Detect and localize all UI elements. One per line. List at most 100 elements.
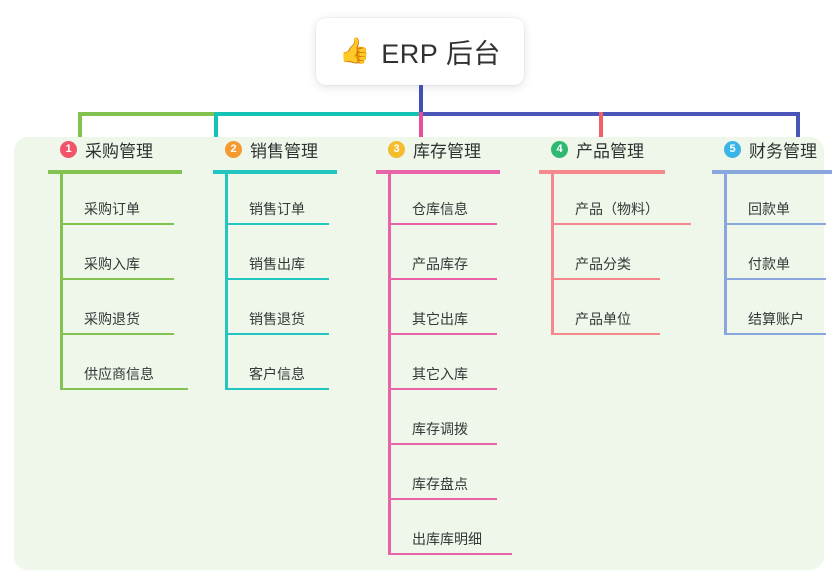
leaf-node[interactable]: 销售出库 — [225, 225, 329, 280]
branch-trunk-5 — [724, 170, 727, 335]
leaf-node-label: 回款单 — [748, 201, 790, 217]
branch-header-1[interactable]: 1 采购管理 — [36, 137, 153, 161]
thumbs-up-icon: 👍 — [339, 37, 371, 65]
leaf-node-underline — [724, 333, 826, 335]
leaf-node[interactable]: 库存盘点 — [388, 445, 497, 500]
leaf-node[interactable]: 销售订单 — [225, 170, 329, 225]
branch-trunk-4 — [551, 170, 554, 335]
leaf-node-underline — [388, 443, 497, 445]
branch-column-3: 3 库存管理仓库信息产品库存其它出库其它入库库存调拨库存盘点出库库明细 — [364, 137, 512, 555]
branch-header-underline-1 — [48, 170, 182, 174]
leaf-node-label: 其它出库 — [412, 311, 468, 327]
branch-header-underline-2 — [213, 170, 337, 174]
leaf-node-underline — [724, 278, 826, 280]
leaf-node[interactable]: 回款单 — [724, 170, 826, 225]
leaf-node-label: 供应商信息 — [84, 366, 154, 382]
leaf-node[interactable]: 采购退货 — [60, 280, 174, 335]
branch-trunk-2 — [225, 170, 228, 390]
branch-badge-2: 2 — [225, 140, 242, 158]
branch-trunk-3 — [388, 170, 391, 555]
root-node-card[interactable]: 👍 ERP 后台 — [316, 18, 524, 85]
branch-header-2[interactable]: 2 销售管理 — [201, 137, 318, 161]
branch-title-3: 库存管理 — [413, 141, 481, 161]
branch-title-4: 产品管理 — [576, 141, 644, 161]
leaf-node-label: 销售出库 — [249, 256, 305, 272]
leaf-node[interactable]: 产品分类 — [551, 225, 660, 280]
branch-header-underline-3 — [376, 170, 500, 174]
connector-segment-1 — [78, 112, 214, 116]
branches-panel: 1 采购管理采购订单采购入库采购退货供应商信息 2 销售管理销售订单销售出库销售退货客… — [14, 137, 832, 570]
leaf-node-underline — [551, 223, 691, 225]
connector-drop-4 — [599, 112, 603, 149]
branch-header-5[interactable]: 5 财务管理 — [700, 137, 817, 161]
leaf-node-label: 其它入库 — [412, 366, 468, 382]
branch-title-1: 采购管理 — [85, 141, 153, 161]
branch-header-underline-5 — [712, 170, 832, 174]
leaf-node-underline — [225, 223, 329, 225]
leaf-node[interactable]: 仓库信息 — [388, 170, 497, 225]
leaf-node-label: 库存盘点 — [412, 476, 468, 492]
leaf-node[interactable]: 其它入库 — [388, 335, 497, 390]
leaf-node[interactable]: 库存调拨 — [388, 390, 497, 445]
leaf-node-underline — [60, 223, 174, 225]
leaf-node[interactable]: 结算账户 — [724, 280, 826, 335]
branch-column-5: 5 财务管理回款单付款单结算账户 — [700, 137, 832, 335]
leaf-node-underline — [551, 333, 660, 335]
branch-badge-3: 3 — [388, 140, 405, 158]
branch-title-2: 销售管理 — [250, 141, 318, 161]
branch-header-underline-4 — [539, 170, 665, 174]
leaf-node-label: 采购入库 — [84, 256, 140, 272]
leaf-node-underline — [225, 333, 329, 335]
branch-title-5: 财务管理 — [749, 141, 817, 161]
leaf-node[interactable]: 产品单位 — [551, 280, 660, 335]
branch-column-1: 1 采购管理采购订单采购入库采购退货供应商信息 — [36, 137, 188, 390]
leaf-node[interactable]: 客户信息 — [225, 335, 329, 390]
leaf-node-label: 产品（物料） — [575, 201, 659, 217]
leaf-node[interactable]: 供应商信息 — [60, 335, 188, 390]
leaf-node-underline — [388, 223, 497, 225]
connector-drop-5 — [796, 112, 800, 149]
leaf-node-underline — [551, 278, 660, 280]
leaf-node[interactable]: 销售退货 — [225, 280, 329, 335]
connector-segment-3 — [421, 112, 798, 116]
leaf-node-underline — [60, 333, 174, 335]
root-node-title: ERP 后台 — [381, 39, 501, 69]
leaf-node[interactable]: 出库库明细 — [388, 500, 512, 555]
leaf-node-underline — [60, 278, 174, 280]
connector-drop-1 — [78, 112, 82, 149]
leaf-node-underline — [388, 333, 497, 335]
leaf-node[interactable]: 付款单 — [724, 225, 826, 280]
connector-segment-2 — [214, 112, 421, 116]
leaf-node[interactable]: 产品（物料） — [551, 170, 691, 225]
leaf-node-underline — [388, 388, 497, 390]
leaf-node-label: 产品库存 — [412, 256, 468, 272]
branch-badge-1: 1 — [60, 140, 77, 158]
leaf-node-label: 采购退货 — [84, 311, 140, 327]
leaf-node-label: 结算账户 — [748, 311, 804, 327]
leaf-node[interactable]: 产品库存 — [388, 225, 497, 280]
leaf-node-label: 采购订单 — [84, 201, 140, 217]
leaf-node[interactable]: 采购入库 — [60, 225, 174, 280]
branch-trunk-1 — [60, 170, 63, 390]
leaf-node-label: 销售退货 — [249, 311, 305, 327]
leaf-node[interactable]: 采购订单 — [60, 170, 174, 225]
connector-drop-2 — [214, 112, 218, 149]
root-node-content: 👍 ERP 后台 — [339, 32, 501, 71]
leaf-node-label: 付款单 — [748, 256, 790, 272]
branch-header-3[interactable]: 3 库存管理 — [364, 137, 481, 161]
leaf-node-underline — [388, 553, 512, 555]
leaf-node-underline — [60, 388, 188, 390]
leaf-node[interactable]: 其它出库 — [388, 280, 497, 335]
leaf-node-underline — [388, 498, 497, 500]
leaf-node-underline — [388, 278, 497, 280]
leaf-node-underline — [225, 278, 329, 280]
leaf-node-label: 库存调拨 — [412, 421, 468, 437]
leaf-node-label: 客户信息 — [249, 366, 305, 382]
leaf-node-label: 仓库信息 — [412, 201, 468, 217]
branch-badge-5: 5 — [724, 140, 741, 158]
leaf-node-label: 出库库明细 — [412, 531, 482, 547]
leaf-node-label: 产品单位 — [575, 311, 631, 327]
